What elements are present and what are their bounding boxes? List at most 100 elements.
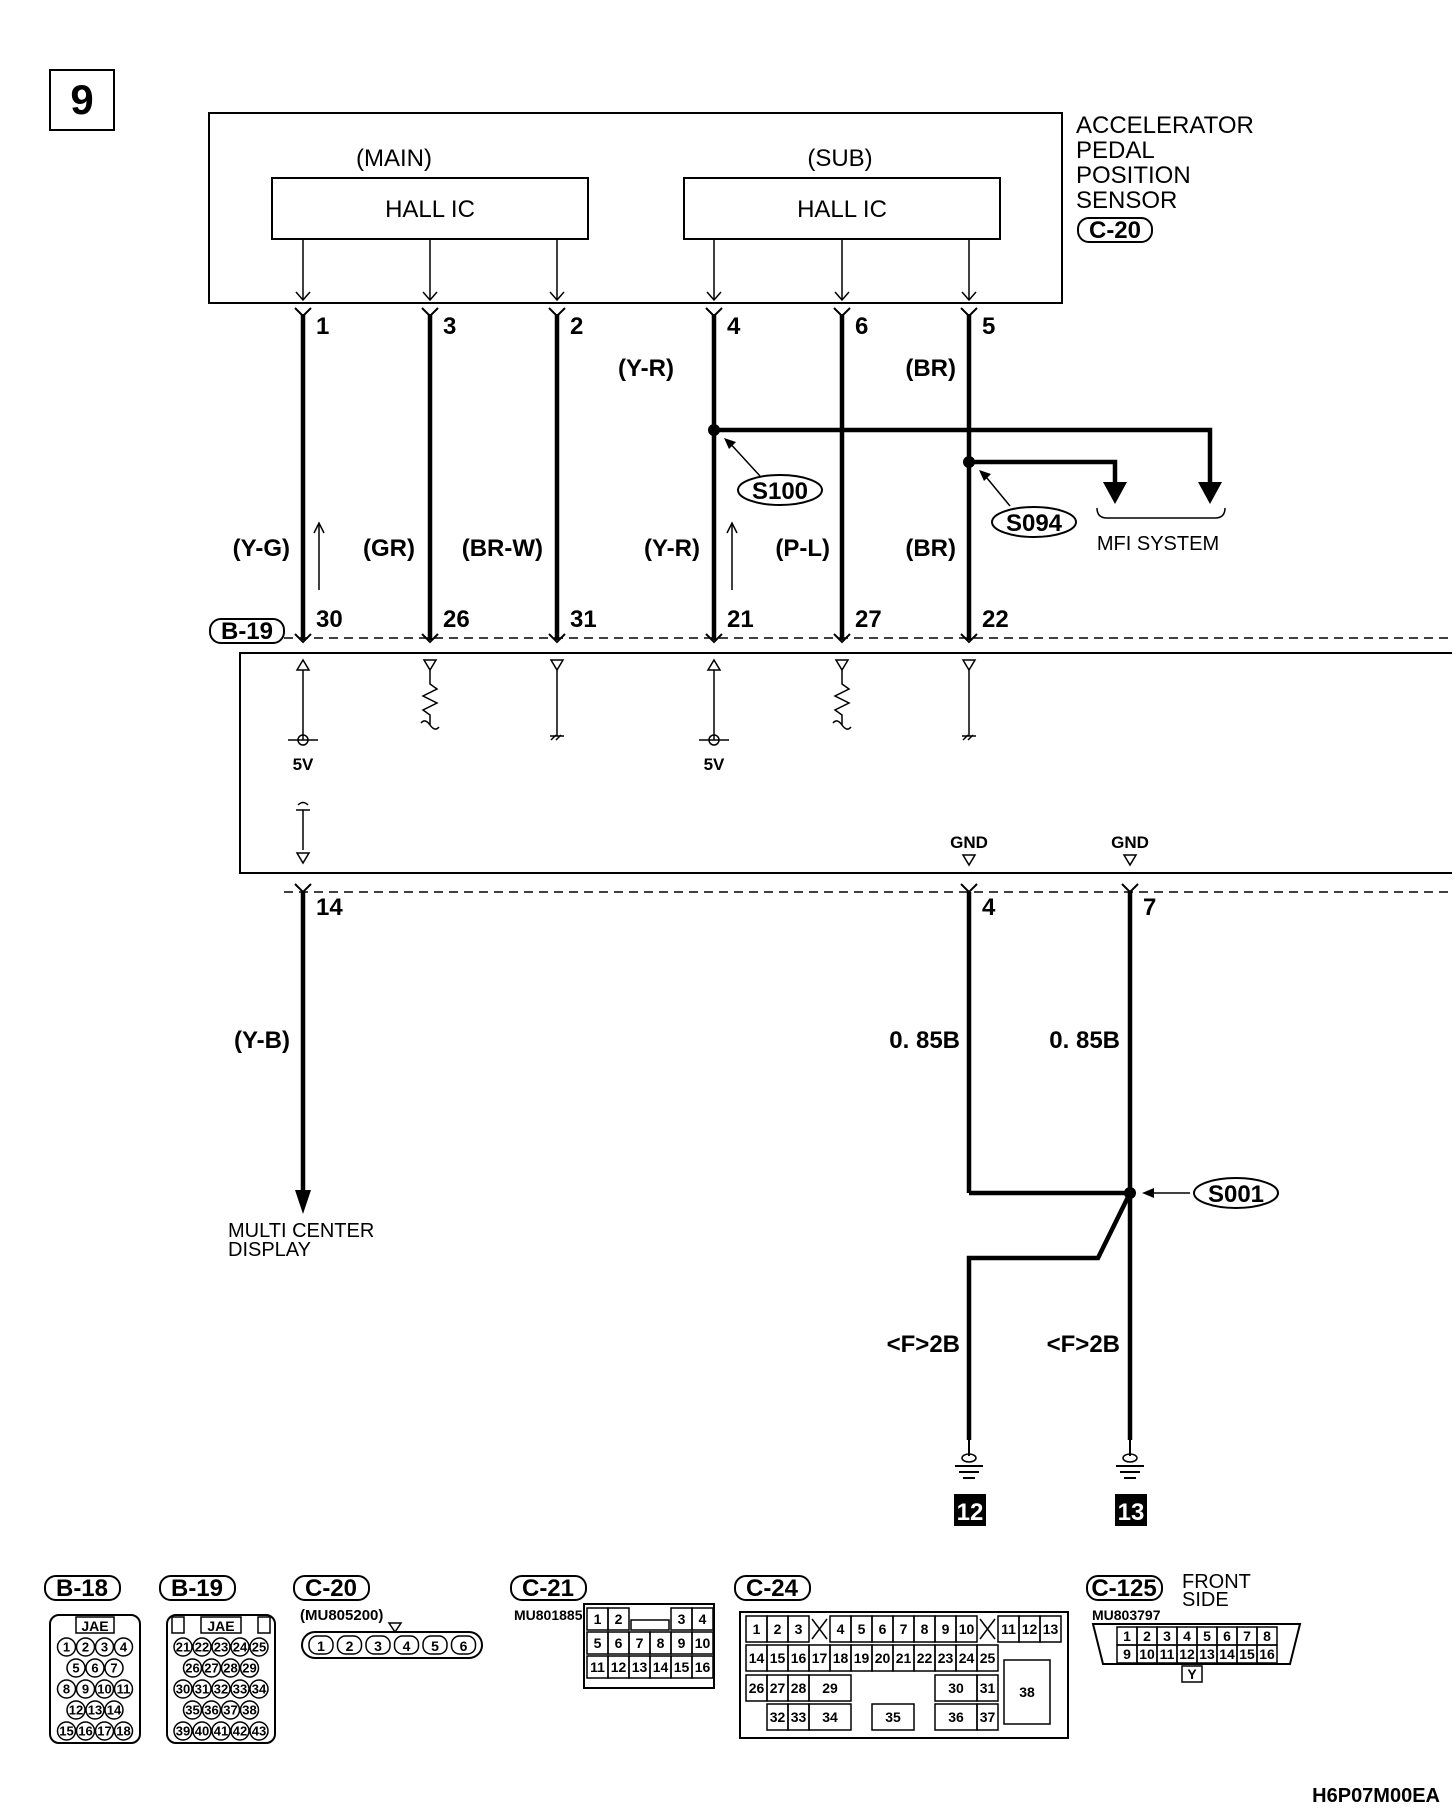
mfi-branch: MFI SYSTEM [708,424,1226,555]
c21-pin-16: 16 [695,1659,711,1675]
c21-pin-13: 13 [632,1659,648,1675]
c20-pin-2-cell [336,1635,363,1655]
c24-pin-10-cell [955,1615,978,1643]
b19-pin-42: 42 [233,1724,247,1739]
b18-pin-3: 3 [101,1640,108,1655]
connector-b18-label: B-18 [56,1575,108,1602]
voltage-5v-2: 5V [704,755,725,774]
c125-pin-7: 7 [1243,1628,1251,1644]
c21-pin-12: 12 [611,1659,627,1675]
connector-c24-label: C-24 [746,1575,799,1602]
c21-pin-4: 4 [699,1611,707,1627]
c24-pin-2: 2 [774,1621,782,1637]
b19-pin-41-ring [211,1721,231,1741]
c24-pin-7: 7 [900,1621,908,1637]
ground-wires: 0. 85B 0. 85B <F>2B <F>2B [887,892,1136,1440]
c24-pin-25-cell [976,1644,999,1672]
connector-c125-part: MU803797 [1092,1607,1161,1623]
connector-c20-label: C-20 [305,1575,357,1602]
c21-pin-5: 5 [594,1635,602,1651]
c24-pin-17: 17 [812,1650,828,1666]
connector-c125-side-line-2: SIDE [1182,1589,1229,1611]
accelerator-pedal-position-sensor: (MAIN) (SUB) HALL IC HALL IC ACCELERATOR… [208,112,1254,304]
c125-pin-5: 5 [1203,1628,1211,1644]
c24-pin-11: 11 [1001,1621,1016,1637]
connector-b19-maker: JAE [207,1618,234,1634]
ecu-body: 5V 5V GND GND [239,652,1452,874]
b19-pin-24-ring [230,1637,250,1657]
c24-pin-29-cell [808,1674,852,1702]
gnd-label-1: GND [950,833,988,852]
c21-pin-4-cell [691,1607,714,1631]
c24-pin-21: 21 [896,1650,912,1666]
ecu-pin-21: 21 [727,606,754,633]
connector-b19-label: B-19 [171,1575,223,1602]
splice-s100: S100 [724,438,823,506]
ecu-pin-4: 4 [982,894,996,921]
c20-pin-1-cell [308,1635,334,1655]
c24-pin-37: 37 [980,1709,996,1725]
wire-color-21: (Y-R) [644,535,700,562]
b18-pin-8: 8 [63,1682,70,1697]
c24-pin-31: 31 [980,1680,996,1696]
c125-pin-9: 9 [1123,1646,1131,1662]
ground-wire-size-lower-1: <F>2B [887,1331,960,1358]
b19-pin-30-ring [173,1679,193,1699]
b18-pin-16: 16 [78,1724,92,1739]
c21-pin-10-cell [691,1631,714,1655]
c24-pin-15: 15 [770,1650,786,1666]
sensor-name-line-4: SENSOR [1076,187,1177,214]
b19-pin-42-ring [230,1721,250,1741]
c125-pin-12: 12 [1179,1646,1195,1662]
c21-pin-6: 6 [615,1635,623,1651]
b18-pin-13: 13 [88,1703,102,1718]
ecu-pin-27: 27 [855,606,882,633]
c24-pin-26: 26 [749,1680,765,1696]
c24-pin-3-cell [787,1615,810,1643]
ground-point-12-label: 12 [957,1499,984,1526]
b19-pin-32-ring [211,1679,231,1699]
b19-pin-37-ring [220,1700,241,1720]
c20-pin-3-cell [365,1635,391,1655]
b18-pin-11-ring [113,1679,134,1699]
c125-pin-16-cell [1256,1644,1278,1664]
gnd-label-2: GND [1111,833,1149,852]
sensor-name-line-1: ACCELERATOR [1076,112,1254,139]
c24-pin-32: 32 [770,1709,786,1725]
c24-pin-23: 23 [938,1650,954,1666]
b18-pin-14: 14 [107,1703,122,1718]
b18-pin-9-ring [75,1679,96,1699]
c125-pin-10: 10 [1139,1646,1155,1662]
b19-pin-31: 31 [195,1682,209,1697]
ecu-pin-14: 14 [316,894,343,921]
connector-c20-part: (MU805200) [300,1607,383,1624]
multi-center-display-line-2: DISPLAY [228,1239,311,1261]
c24-pin-16: 16 [791,1650,807,1666]
c21-pin-10: 10 [695,1635,711,1651]
ecu-pin-31: 31 [570,606,597,633]
b18-pin-18: 18 [116,1724,130,1739]
b19-pin-23-ring [211,1637,231,1657]
b18-pin-3-ring [94,1637,115,1657]
wire-color-pin5-upper: (BR) [905,355,956,382]
c20-pin-6: 6 [460,1638,468,1654]
splice-s100-label: S100 [752,478,808,505]
page-number-text: 9 [70,76,93,123]
ground-wire-size-upper-1: 0. 85B [889,1027,960,1054]
b19-pin-34-ring [249,1679,269,1699]
b19-pin-29: 29 [242,1661,256,1676]
c20-pin-2: 2 [346,1638,354,1654]
ecu-connector-badge [209,618,285,644]
c20-pin-4-cell [393,1635,420,1655]
ecu-pin-30: 30 [316,606,343,633]
signal-wires [300,314,972,640]
b18-pin-15-ring [56,1721,77,1741]
connector-c21-label: C-21 [522,1575,574,1602]
c21-pin-11: 11 [590,1659,605,1675]
output-wire-color: (Y-B) [234,1027,290,1054]
c24-pin-30: 30 [948,1680,964,1696]
